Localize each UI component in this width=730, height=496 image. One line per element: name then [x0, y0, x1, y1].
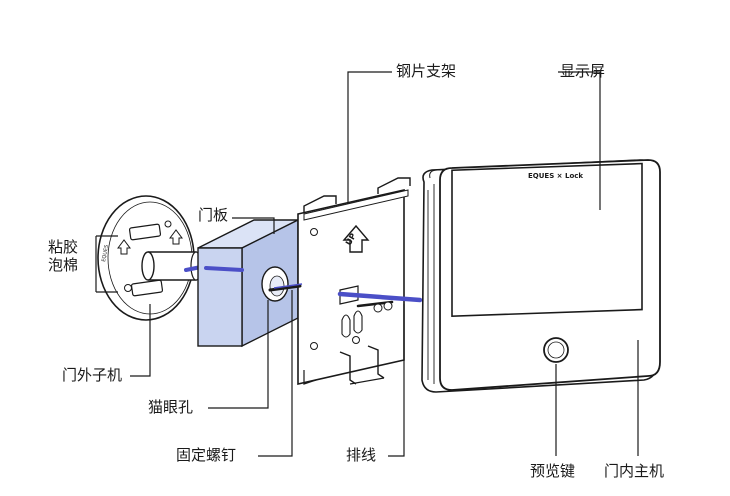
leader-cable [388, 304, 405, 457]
cable [204, 266, 423, 303]
display-screen [451, 162, 643, 318]
label-outdoor-unit: 门外子机 [62, 366, 123, 384]
leader-display-screen [558, 71, 601, 210]
leader-outdoor-unit [130, 304, 151, 377]
label-door-panel: 门板 [198, 206, 229, 224]
outdoor-unit-mark: EQUES [101, 244, 110, 262]
label-peephole: 猫眼孔 [148, 398, 194, 416]
label-cable: 排线 [346, 446, 377, 464]
leader-fixing-screw [258, 290, 293, 457]
label-adhesive-foam: 粘胶泡棉 [48, 238, 79, 274]
label-display-screen: 显示屏 [560, 62, 606, 80]
door-panel [197, 218, 299, 348]
steel-bracket: UP [297, 177, 411, 386]
leader-peephole [208, 300, 269, 409]
leader-steel-bracket [347, 71, 392, 204]
fixing-screws [268, 283, 394, 313]
device-logo: EQUES × Lock [528, 172, 583, 180]
leader-door-panel [232, 217, 275, 234]
arrow-up-icon-right [169, 229, 183, 245]
indoor-main-unit: EQUES × Lock [421, 159, 661, 393]
outdoor-unit: EQUES [97, 195, 208, 321]
label-steel-bracket: 钢片支架 [396, 62, 457, 80]
foam-pad-top [128, 223, 162, 241]
leader-lines [95, 71, 639, 457]
preview-key [543, 337, 569, 363]
label-fixing-screw: 固定螺钉 [176, 446, 237, 464]
arrow-up-icon [117, 239, 131, 255]
up-arrow-icon [342, 224, 370, 253]
leader-adhesive-foam [95, 235, 118, 293]
label-preview-key: 预览键 [530, 462, 576, 480]
foam-pad-bottom [130, 279, 164, 297]
label-indoor-main-unit: 门内主机 [604, 462, 665, 480]
